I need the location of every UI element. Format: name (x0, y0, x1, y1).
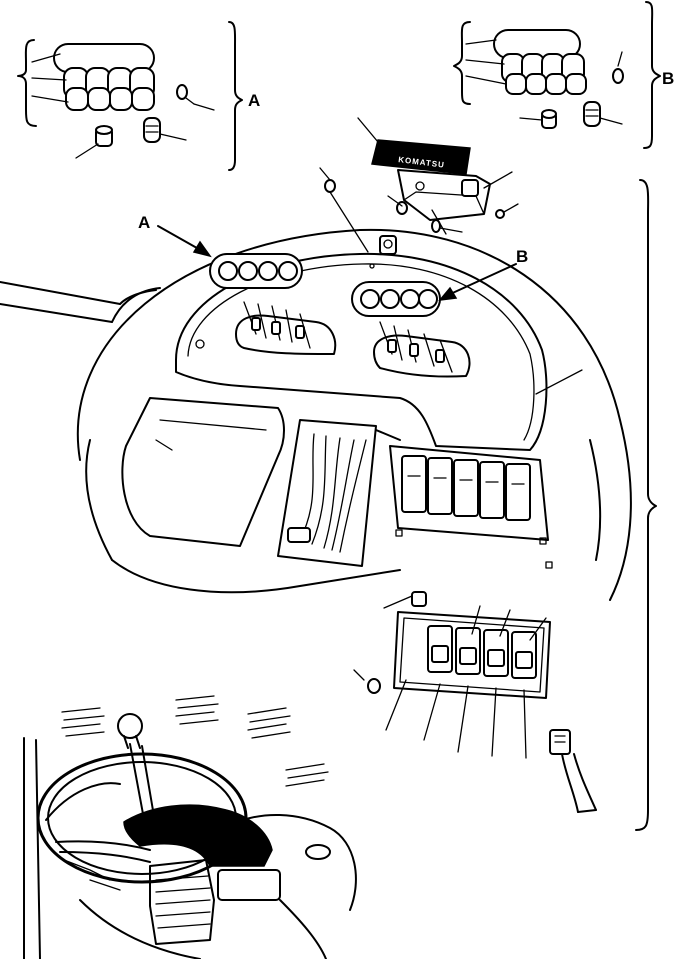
inset-b-left-brace (453, 21, 471, 105)
window-frame (0, 281, 161, 323)
wire-cutout-left (235, 301, 337, 355)
controller-leaders (357, 117, 519, 235)
dash-screw-icon (319, 167, 369, 253)
controller-module (371, 139, 471, 175)
main-right-brace (635, 179, 657, 831)
mounting-screw-icon-b (612, 51, 624, 84)
inset-b-leaders (465, 39, 623, 125)
wire-cutout-right (373, 321, 471, 378)
lamp-housing-row-b (501, 53, 587, 95)
rocker-switch-row (427, 625, 537, 679)
panel-screw-icon (353, 669, 381, 694)
steering-knob (117, 713, 143, 749)
bulb-socket-icon-b (541, 109, 557, 129)
exploded-switch-panel (353, 591, 597, 813)
lamp-cluster-a (209, 253, 303, 289)
callout-arrow-a: A (138, 213, 212, 258)
cab-shell-outline (76, 228, 632, 601)
inset-b-group: B (453, 1, 674, 149)
callout-a-label: A (138, 213, 150, 232)
callout-arrow-b: B (438, 247, 528, 301)
lamp-cluster-b (351, 281, 441, 317)
bulb-icon-b (583, 101, 601, 127)
ceiling-hatch (61, 695, 329, 787)
bulb-socket-icon (95, 125, 113, 147)
dash-panel-highlight (123, 804, 273, 867)
harness-connector-icon (549, 729, 597, 813)
callout-b-label: B (516, 247, 528, 266)
inset-a-right-brace (228, 21, 243, 171)
lamp-housing-row (63, 67, 155, 111)
dashboard-assembly (0, 228, 632, 601)
cab-locator-view (23, 695, 357, 960)
switch-panel-cluster (389, 445, 553, 569)
inset-b-label: B (662, 69, 674, 88)
dash-clip-icon (379, 235, 397, 255)
inset-a-left-brace (17, 39, 37, 127)
panel-clip-icon (383, 591, 427, 609)
controller-module-group: KOMATSU (357, 117, 519, 235)
mounting-screw-icon (176, 84, 195, 105)
inset-b-right-brace (643, 1, 661, 149)
dash-screw (195, 339, 205, 349)
inset-a-group: A (17, 21, 260, 171)
glovebox-recess (121, 397, 285, 547)
bulb-icon (143, 117, 161, 143)
wire-harness-bay (277, 419, 377, 567)
inset-a-leaders (31, 53, 215, 159)
inset-a-label: A (248, 91, 260, 110)
switch-panel-leaders (385, 605, 547, 759)
